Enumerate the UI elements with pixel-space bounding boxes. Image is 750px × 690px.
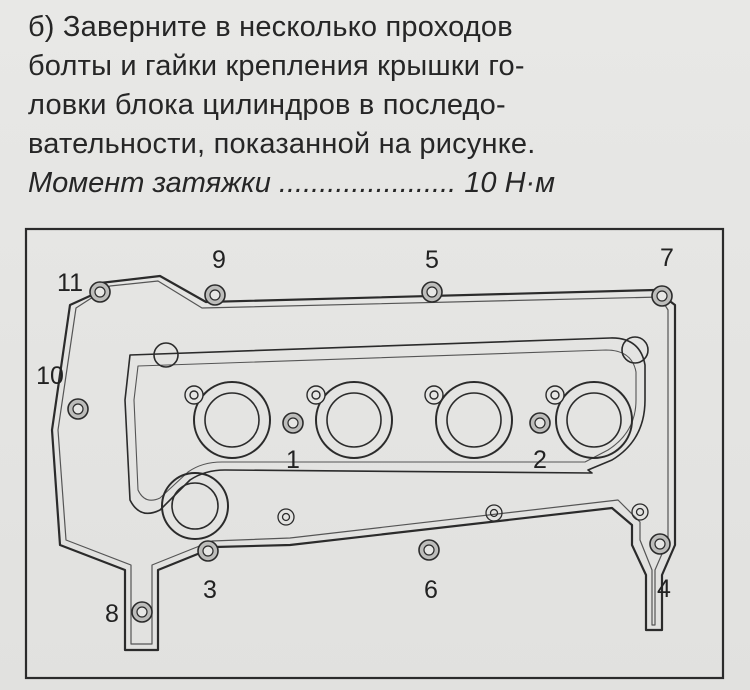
bolt-number-1: 1 (286, 446, 300, 474)
bolt-number-10: 10 (36, 362, 64, 390)
spark-plug-tube-1 (193, 381, 271, 459)
bolt-number-9: 9 (212, 246, 226, 274)
diagram-frame (24, 227, 725, 680)
instruction-line-1: б) Заверните в несколько проходов (28, 11, 513, 43)
bolt-number-11: 11 (57, 269, 83, 297)
cover-gasket-outline (50, 274, 677, 652)
ring-holes (184, 385, 565, 405)
instruction-line-4: вательности, показанной на рисунке. (28, 128, 536, 160)
bolt-number-3: 3 (203, 576, 217, 604)
instruction-text: б) Заверните в несколько проходов болты … (28, 8, 728, 164)
bolt-number-8: 8 (105, 600, 119, 628)
cover-gasket-inner-outline (57, 280, 669, 645)
bolt-4 (649, 533, 671, 555)
bolt-6 (418, 539, 440, 561)
bolt-7 (651, 285, 673, 307)
torque-leader-dots: ...................... (278, 167, 457, 199)
bolt-1 (282, 412, 304, 434)
left-vent-circle (153, 342, 179, 368)
inner-plate-gasket (133, 349, 637, 501)
torque-label: Момент затяжки (28, 167, 271, 199)
oil-filler-cap (161, 472, 229, 540)
bolt-number-6: 6 (424, 576, 438, 604)
bolt-markers (67, 281, 673, 623)
instruction-line-3: ловки блока цилиндров в последо- (28, 89, 506, 121)
bolt-number-7: 7 (660, 244, 674, 272)
spark-plug-tube-2 (315, 381, 393, 459)
inner-plate-outline (124, 337, 646, 515)
bolt-8 (131, 601, 153, 623)
bolt-9 (204, 284, 226, 306)
bolt-3 (197, 540, 219, 562)
instruction-line-2: болты и гайки крепления крышки го- (28, 50, 525, 82)
spark-plug-tube-4 (555, 381, 633, 459)
bolt-10 (67, 398, 89, 420)
bolt-5 (421, 281, 443, 303)
bolt-number-4: 4 (657, 575, 671, 603)
torque-value: 10 Н·м (464, 167, 556, 199)
right-vent-circle (621, 336, 649, 364)
bolt-11 (89, 281, 111, 303)
torque-spec: Момент затяжки ...................... 10… (28, 164, 728, 203)
bolt-2 (529, 412, 551, 434)
bolt-number-5: 5 (425, 246, 439, 274)
spark-plug-tube-3 (435, 381, 513, 459)
bolt-number-2: 2 (533, 446, 547, 474)
rail-plugs (277, 503, 649, 526)
